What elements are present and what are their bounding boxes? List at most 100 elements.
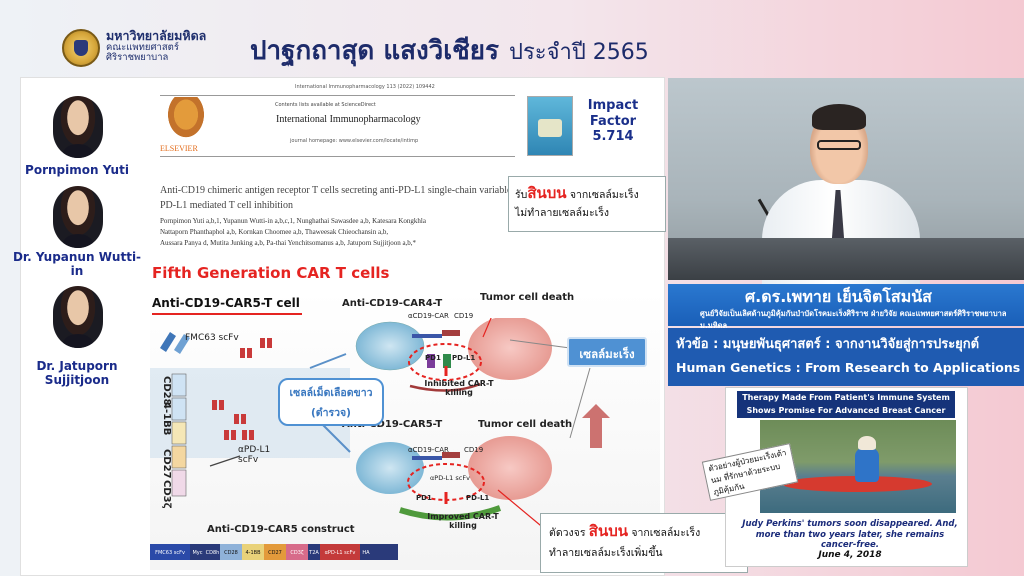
impact-factor: Impact Factor 5.714 <box>583 98 643 145</box>
apdl1-label: αPD-L1 scFv <box>238 445 271 465</box>
seg-apdl1: αPD-L1 scFv <box>324 550 356 556</box>
seg-ha: HA <box>362 550 370 556</box>
acd19car-bottom-label: αCD19-CAR <box>408 446 449 454</box>
callout1-red: สินบน <box>527 184 567 202</box>
callout2-pre: ตัดวงจร <box>549 527 589 539</box>
callout-bribe-cut: ตัดวงจร สินบน จากเซลล์มะเร็ง ทำลายเซลล์ม… <box>540 513 748 573</box>
author-name-2: Dr. Yupanun Wutti-in <box>12 250 142 278</box>
speaker-glasses-icon <box>817 140 861 150</box>
news-headline-line2: Shows Promise For Advanced Breast Cancer <box>746 405 946 415</box>
seg-cd8h: CD8h <box>205 550 220 556</box>
journal-cover-image <box>527 96 573 156</box>
speaker-tie <box>832 190 844 246</box>
author-photo-yupanun <box>53 186 103 248</box>
kayaker <box>855 448 879 482</box>
paper-authors: Pornpimon Yuti a,b,1, Yupanun Wutti-in a… <box>160 216 500 250</box>
paper-citation: International Immunopharmacology 113 (20… <box>295 84 435 90</box>
kayak <box>782 476 932 492</box>
apdl1-bottom-label: αPD-L1 scFv <box>430 474 470 482</box>
seg-41bb: 4-1BB <box>245 550 261 556</box>
white-blood-cell-badge: เซลล์เม็ดเลือดขาว (ตำรวจ) <box>278 378 384 426</box>
seg-cd28: CD28 <box>224 550 238 556</box>
elsevier-tree-icon <box>165 97 207 141</box>
cell-label-underline <box>152 313 302 315</box>
tumor-death-bottom-label: Tumor cell death <box>478 419 573 430</box>
seg-cd27: CD27 <box>268 550 282 556</box>
kayaker-hat <box>858 436 876 450</box>
impact-value: 5.714 <box>592 129 634 145</box>
university-line3: ศิริราชพยาบาล <box>106 52 169 64</box>
publisher-name: ELSEVIER <box>160 144 198 153</box>
tumor-death-top-label: Tumor cell death <box>480 292 575 303</box>
contents-line: Contents lists available at ScienceDirec… <box>275 102 376 108</box>
impact-label: Impact Factor <box>587 98 639 129</box>
university-name: มหาวิทยาลัยมหิดล คณะแพทยศาสตร์ ศิริราชพย… <box>106 29 206 64</box>
seg-cd3z: CD3ζ <box>290 550 304 556</box>
callout2-red: สินบน <box>588 522 628 540</box>
cd19-top-label: CD19 <box>454 312 474 320</box>
topic-english: Human Genetics : From Research to Applic… <box>676 360 1021 375</box>
tumor-death-arrow-icon <box>582 404 610 448</box>
callout1-line2: ไม่ทำลายเซลล์มะเร็ง <box>515 207 610 219</box>
university-line1: มหาวิทยาลัยมหิดล <box>106 28 207 43</box>
tumor-cell-badge: เซลล์มะเร็ง <box>567 337 647 367</box>
author-photo-jatuporn <box>53 286 103 348</box>
acd19car-top-label: αCD19-CAR <box>408 312 449 320</box>
improved-arrow <box>399 505 502 521</box>
cd19-bottom-label: CD19 <box>464 446 484 454</box>
topic-thai: หัวข้อ : มนุษยพันธุศาสตร์ : จากงานวิจัยส… <box>676 337 980 352</box>
car5-label: Anti-CD19-CAR5-T <box>342 419 443 430</box>
cell-label: Anti-CD19-CAR5-T cell <box>152 296 300 310</box>
title-main: ปาฐกถาสุด แสงวิเชียร <box>250 36 499 66</box>
fmc63-label: FMC63 scFv <box>185 333 239 343</box>
callout1-pre: รับ <box>515 189 528 201</box>
page-title: ปาฐกถาสุด แสงวิเชียร ประจำปี 2565 <box>250 30 649 71</box>
authors-line-2: Nattaporn Phanthaphol a,b, Kornkan Choom… <box>160 228 389 237</box>
car4-label: Anti-CD19-CAR4-T <box>342 298 443 309</box>
speaker-affiliation: ศูนย์วิจัยเป็นเลิศด้านภูมิคุ้มกันบำบัดโร… <box>700 309 1007 330</box>
inhibited-label: Inhibited CAR-T killing <box>424 379 494 397</box>
callout2-post: จากเซลล์มะเร็ง <box>627 527 701 539</box>
mahidol-logo-icon <box>62 29 100 67</box>
author-name-1: Pornpimon Yuti <box>25 163 129 177</box>
callout2-line2: ทำลายเซลล์มะเร็งเพิ่มขึ้น <box>549 546 663 559</box>
speaker-hair <box>812 104 866 130</box>
cd27-label: CD27 <box>161 449 172 479</box>
pdl1-bottom-label: PD-L1 <box>466 494 490 502</box>
seg-t2a: T2A <box>309 550 319 556</box>
wbc-line1: เซลล์เม็ดเลือดขาว <box>289 387 373 399</box>
construct-label: Anti-CD19-CAR5 construct <box>207 524 355 535</box>
construct-bar: FMC63 scFv Myc CD8h CD28 4-1BB CD27 CD3ζ… <box>150 547 398 559</box>
journal-header-box <box>160 95 515 157</box>
paper-title: Anti-CD19 chimeric antigen receptor T ce… <box>160 185 589 211</box>
university-line2: คณะแพทยศาสตร์ <box>106 41 179 53</box>
news-caption: Judy Perkins' tumors soon disappeared. A… <box>742 519 958 551</box>
diagram-heading: Fifth Generation CAR T cells <box>152 264 390 282</box>
pd1-top-label: PD1 <box>425 354 441 362</box>
news-date: June 4, 2018 <box>818 550 882 560</box>
car5-t-cell <box>356 442 424 494</box>
journal-name: International Immunopharmacology <box>276 114 421 125</box>
journal-homepage: journal homepage: www.elsevier.com/locat… <box>290 138 419 144</box>
tumor-cell-bottom <box>468 436 552 500</box>
4-1bb-label: 4-1BB <box>161 402 172 436</box>
callout1-post: จากเซลล์มะเร็ง <box>566 189 639 201</box>
callout-bribe-accepted: รับสินบน จากเซลล์มะเร็ง ไม่ทำลายเซลล์มะเ… <box>508 176 666 232</box>
authors-line-3: Aussara Panya d, Mutita Junking a,b, Pa-… <box>160 239 417 248</box>
news-headline-line1: Therapy Made From Patient's Immune Syste… <box>742 393 950 402</box>
car4-t-cell <box>355 321 425 371</box>
tumor-cell-top <box>468 318 552 380</box>
title-year: ประจำปี 2565 <box>509 40 649 65</box>
cd3z-label: CD3ζ <box>161 480 172 509</box>
topic-bar <box>668 328 1024 386</box>
podium <box>668 238 1024 280</box>
pd1-bottom-label: PD1 <box>416 494 432 502</box>
speaker-name-bar <box>668 284 1024 326</box>
news-headline: Therapy Made From Patient's Immune Syste… <box>737 391 955 418</box>
author-name-3: Dr. Jatuporn Sujjitjoon <box>36 359 118 387</box>
seg-fmc63: FMC63 scFv <box>155 550 185 556</box>
author-photo-pornpimon <box>53 96 103 158</box>
authors-line-1: Pornpimon Yuti a,b,1, Yupanun Wutti-in a… <box>160 217 426 225</box>
seg-myc: Myc <box>192 550 203 556</box>
pd1-pdl1-circle-top <box>408 343 482 381</box>
